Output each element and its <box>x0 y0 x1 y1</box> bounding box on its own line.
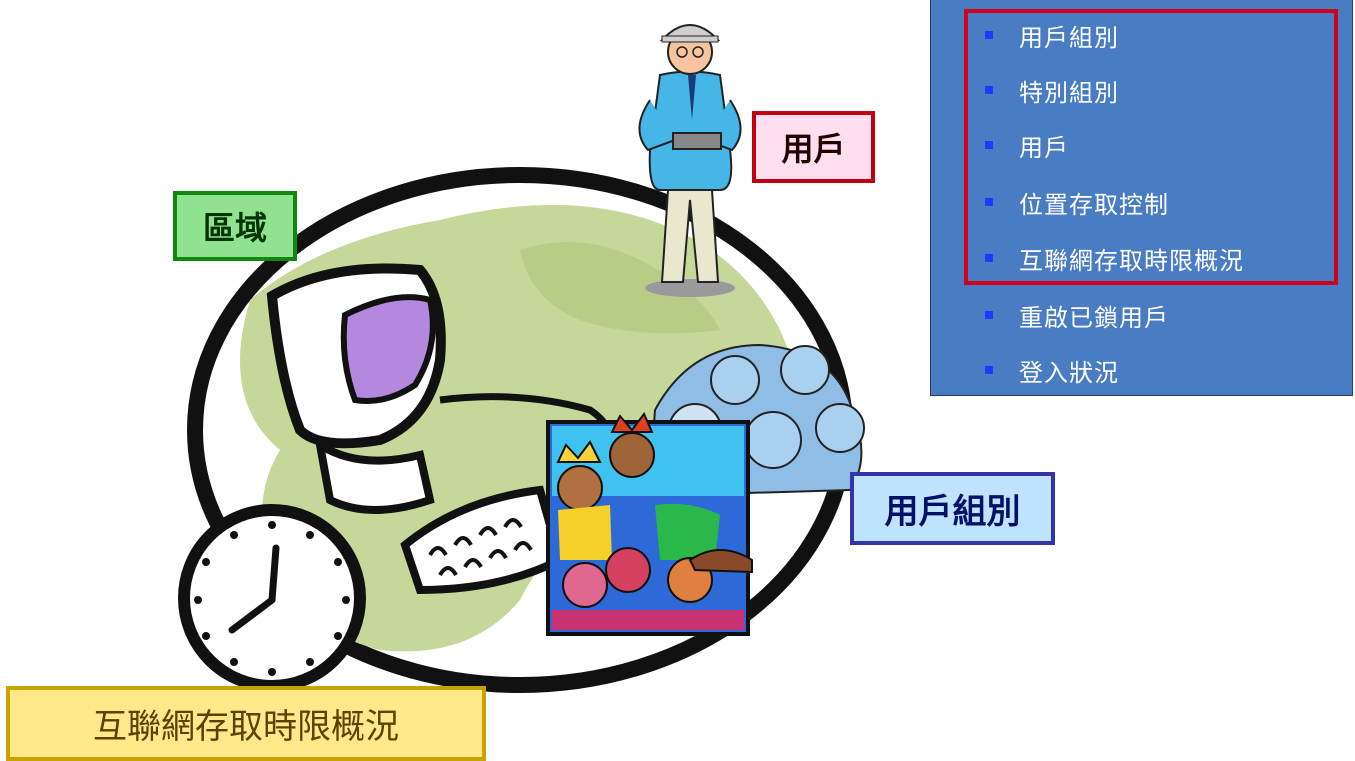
clock-icon <box>178 504 366 692</box>
menu-item-special-group[interactable]: 特別組別 <box>985 70 1119 110</box>
user-group-icon <box>546 343 865 636</box>
bullet-icon <box>985 254 993 262</box>
bullet-icon <box>985 198 993 206</box>
menu-item-internet-access-quota[interactable]: 互聯網存取時限概況 <box>985 238 1244 278</box>
menu-panel <box>930 0 1353 396</box>
label-internet-access-quota: 互聯網存取時限概況 <box>6 686 486 761</box>
menu-item-label: 登入狀況 <box>1019 358 1119 387</box>
bullet-icon <box>985 311 993 319</box>
menu-item-label: 特別組別 <box>1019 78 1119 107</box>
label-user: 用戶 <box>752 111 875 183</box>
menu-item-user[interactable]: 用戶 <box>985 125 1069 165</box>
menu-item-label: 用戶組別 <box>1019 23 1119 52</box>
menu-item-label: 位置存取控制 <box>1019 190 1169 219</box>
label-user-group: 用戶組別 <box>850 472 1055 545</box>
user-person-icon <box>638 24 742 297</box>
bullet-icon <box>985 366 993 374</box>
label-region: 區域 <box>173 191 297 261</box>
menu-item-label: 用戶 <box>1019 133 1069 162</box>
bullet-icon <box>985 141 993 149</box>
menu-item-location-access-control[interactable]: 位置存取控制 <box>985 182 1169 222</box>
menu-item-login-status[interactable]: 登入狀況 <box>985 350 1119 390</box>
menu-item-label: 互聯網存取時限概況 <box>1019 246 1244 275</box>
computer-icon <box>266 263 612 595</box>
menu-item-label: 重啟已鎖用戶 <box>1019 303 1169 332</box>
bullet-icon <box>985 86 993 94</box>
menu-item-reset-locked-user[interactable]: 重啟已鎖用戶 <box>985 295 1169 335</box>
bullet-icon <box>985 31 993 39</box>
menu-item-user-group[interactable]: 用戶組別 <box>985 15 1119 55</box>
